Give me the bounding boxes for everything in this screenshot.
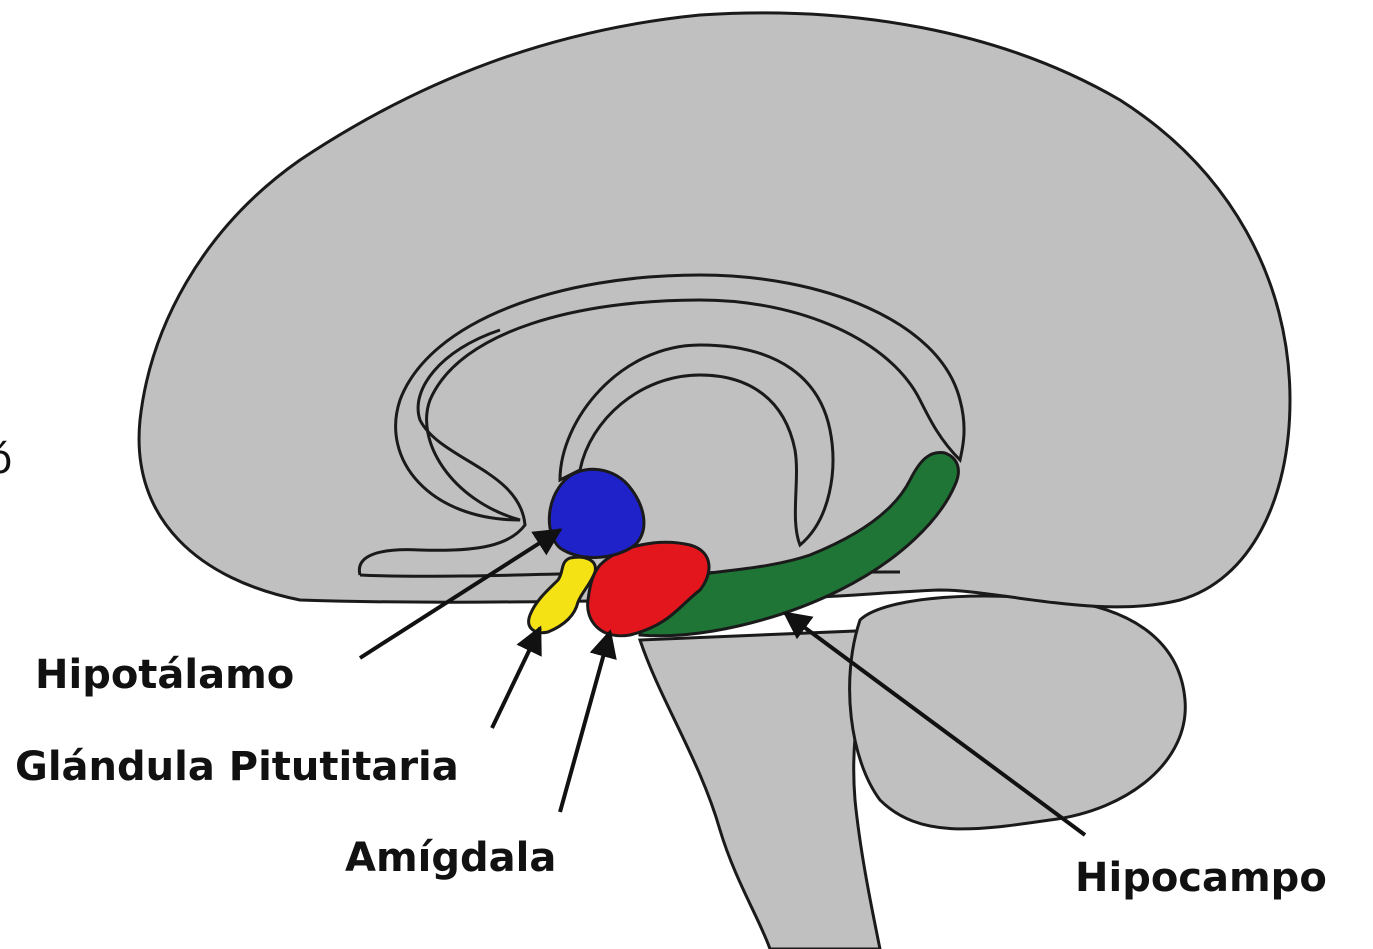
hippocampus-label: Hipocampo: [1075, 858, 1327, 898]
amygdala-arrow: [560, 632, 610, 812]
cerebrum: [139, 13, 1290, 607]
pituitary-label: Glándula Pitutitaria: [15, 747, 459, 787]
brain-stem: [640, 630, 880, 949]
edge-glyph: ó: [0, 440, 12, 480]
cerebellum: [850, 596, 1186, 829]
pituitary-arrow: [492, 628, 540, 728]
amygdala-label: Amígdala: [345, 838, 556, 878]
hypothalamus-label: Hipotálamo: [35, 655, 294, 695]
